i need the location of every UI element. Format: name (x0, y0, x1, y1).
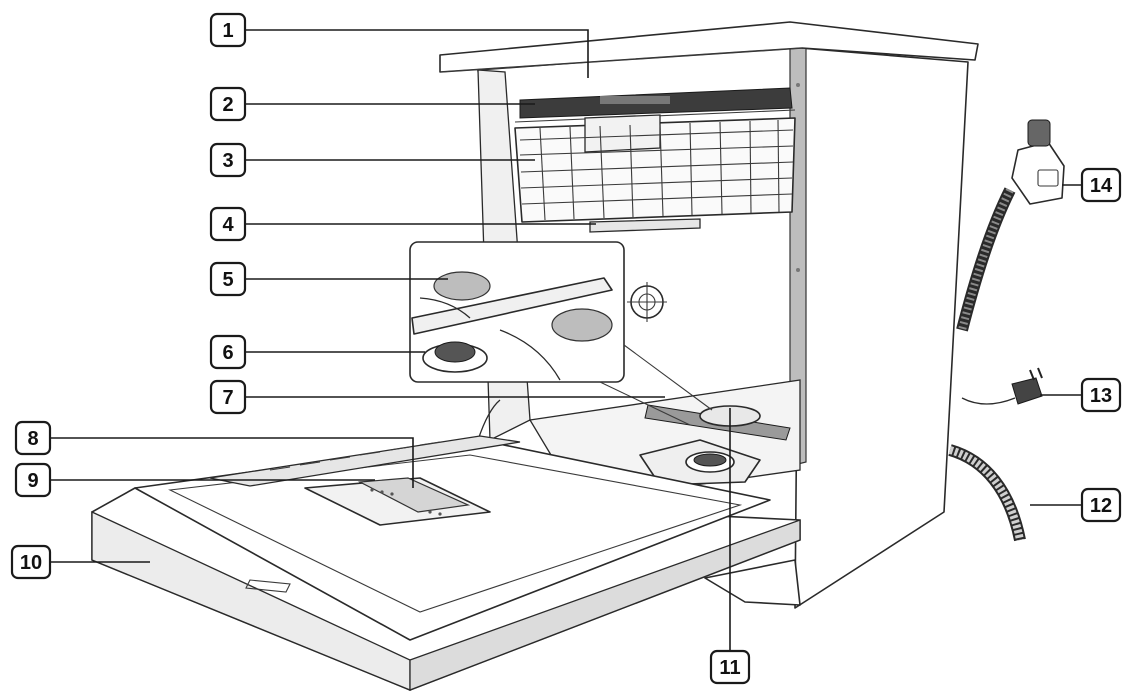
dishwasher-illustration (91, 21, 1065, 691)
callout-label: 13 (1090, 385, 1112, 407)
drain-hose (948, 444, 1026, 542)
callout-label: 6 (222, 342, 233, 364)
middle-spray-arm (589, 218, 701, 233)
upper-basket (514, 114, 796, 223)
callout-3: 3 (209, 142, 247, 178)
callout-label: 9 (27, 470, 38, 492)
kick-plate (704, 559, 801, 606)
wall-emblem-icon (627, 282, 667, 322)
callout-7: 7 (209, 379, 247, 415)
callout-4: 4 (209, 206, 247, 242)
callout-label: 12 (1090, 495, 1112, 517)
dishwasher-door (91, 435, 801, 691)
callout-8: 8 (14, 420, 52, 456)
callout-label: 4 (222, 214, 234, 236)
detergent-dispenser (304, 477, 491, 526)
callout-11: 11 (709, 649, 751, 685)
callout-label: 5 (222, 269, 233, 291)
leader-lines (50, 29, 1082, 651)
zoom-inset (409, 241, 625, 383)
power-cord (961, 367, 1043, 405)
door-hinge (477, 399, 501, 441)
callout-5: 5 (209, 261, 247, 297)
callout-2: 2 (209, 86, 247, 122)
callout-label: 2 (222, 94, 233, 116)
callout-label: 10 (20, 552, 42, 574)
callout-9: 9 (14, 462, 52, 498)
callout-14: 14 (1080, 167, 1122, 203)
callout-10: 10 (10, 544, 52, 580)
callout-label: 7 (222, 387, 233, 409)
inset-pointer (623, 344, 713, 411)
inlet-hose (956, 119, 1065, 332)
cabinet-side-panel (794, 47, 969, 609)
callout-label: 3 (222, 150, 233, 172)
callout-13: 13 (1080, 377, 1122, 413)
callout-label: 11 (719, 657, 740, 679)
callout-12: 12 (1080, 487, 1122, 523)
callout-1: 1 (209, 12, 247, 48)
callout-6: 6 (209, 334, 247, 370)
callout-label: 8 (27, 428, 38, 450)
callout-label: 1 (222, 20, 233, 42)
callout-label: 14 (1090, 175, 1113, 197)
